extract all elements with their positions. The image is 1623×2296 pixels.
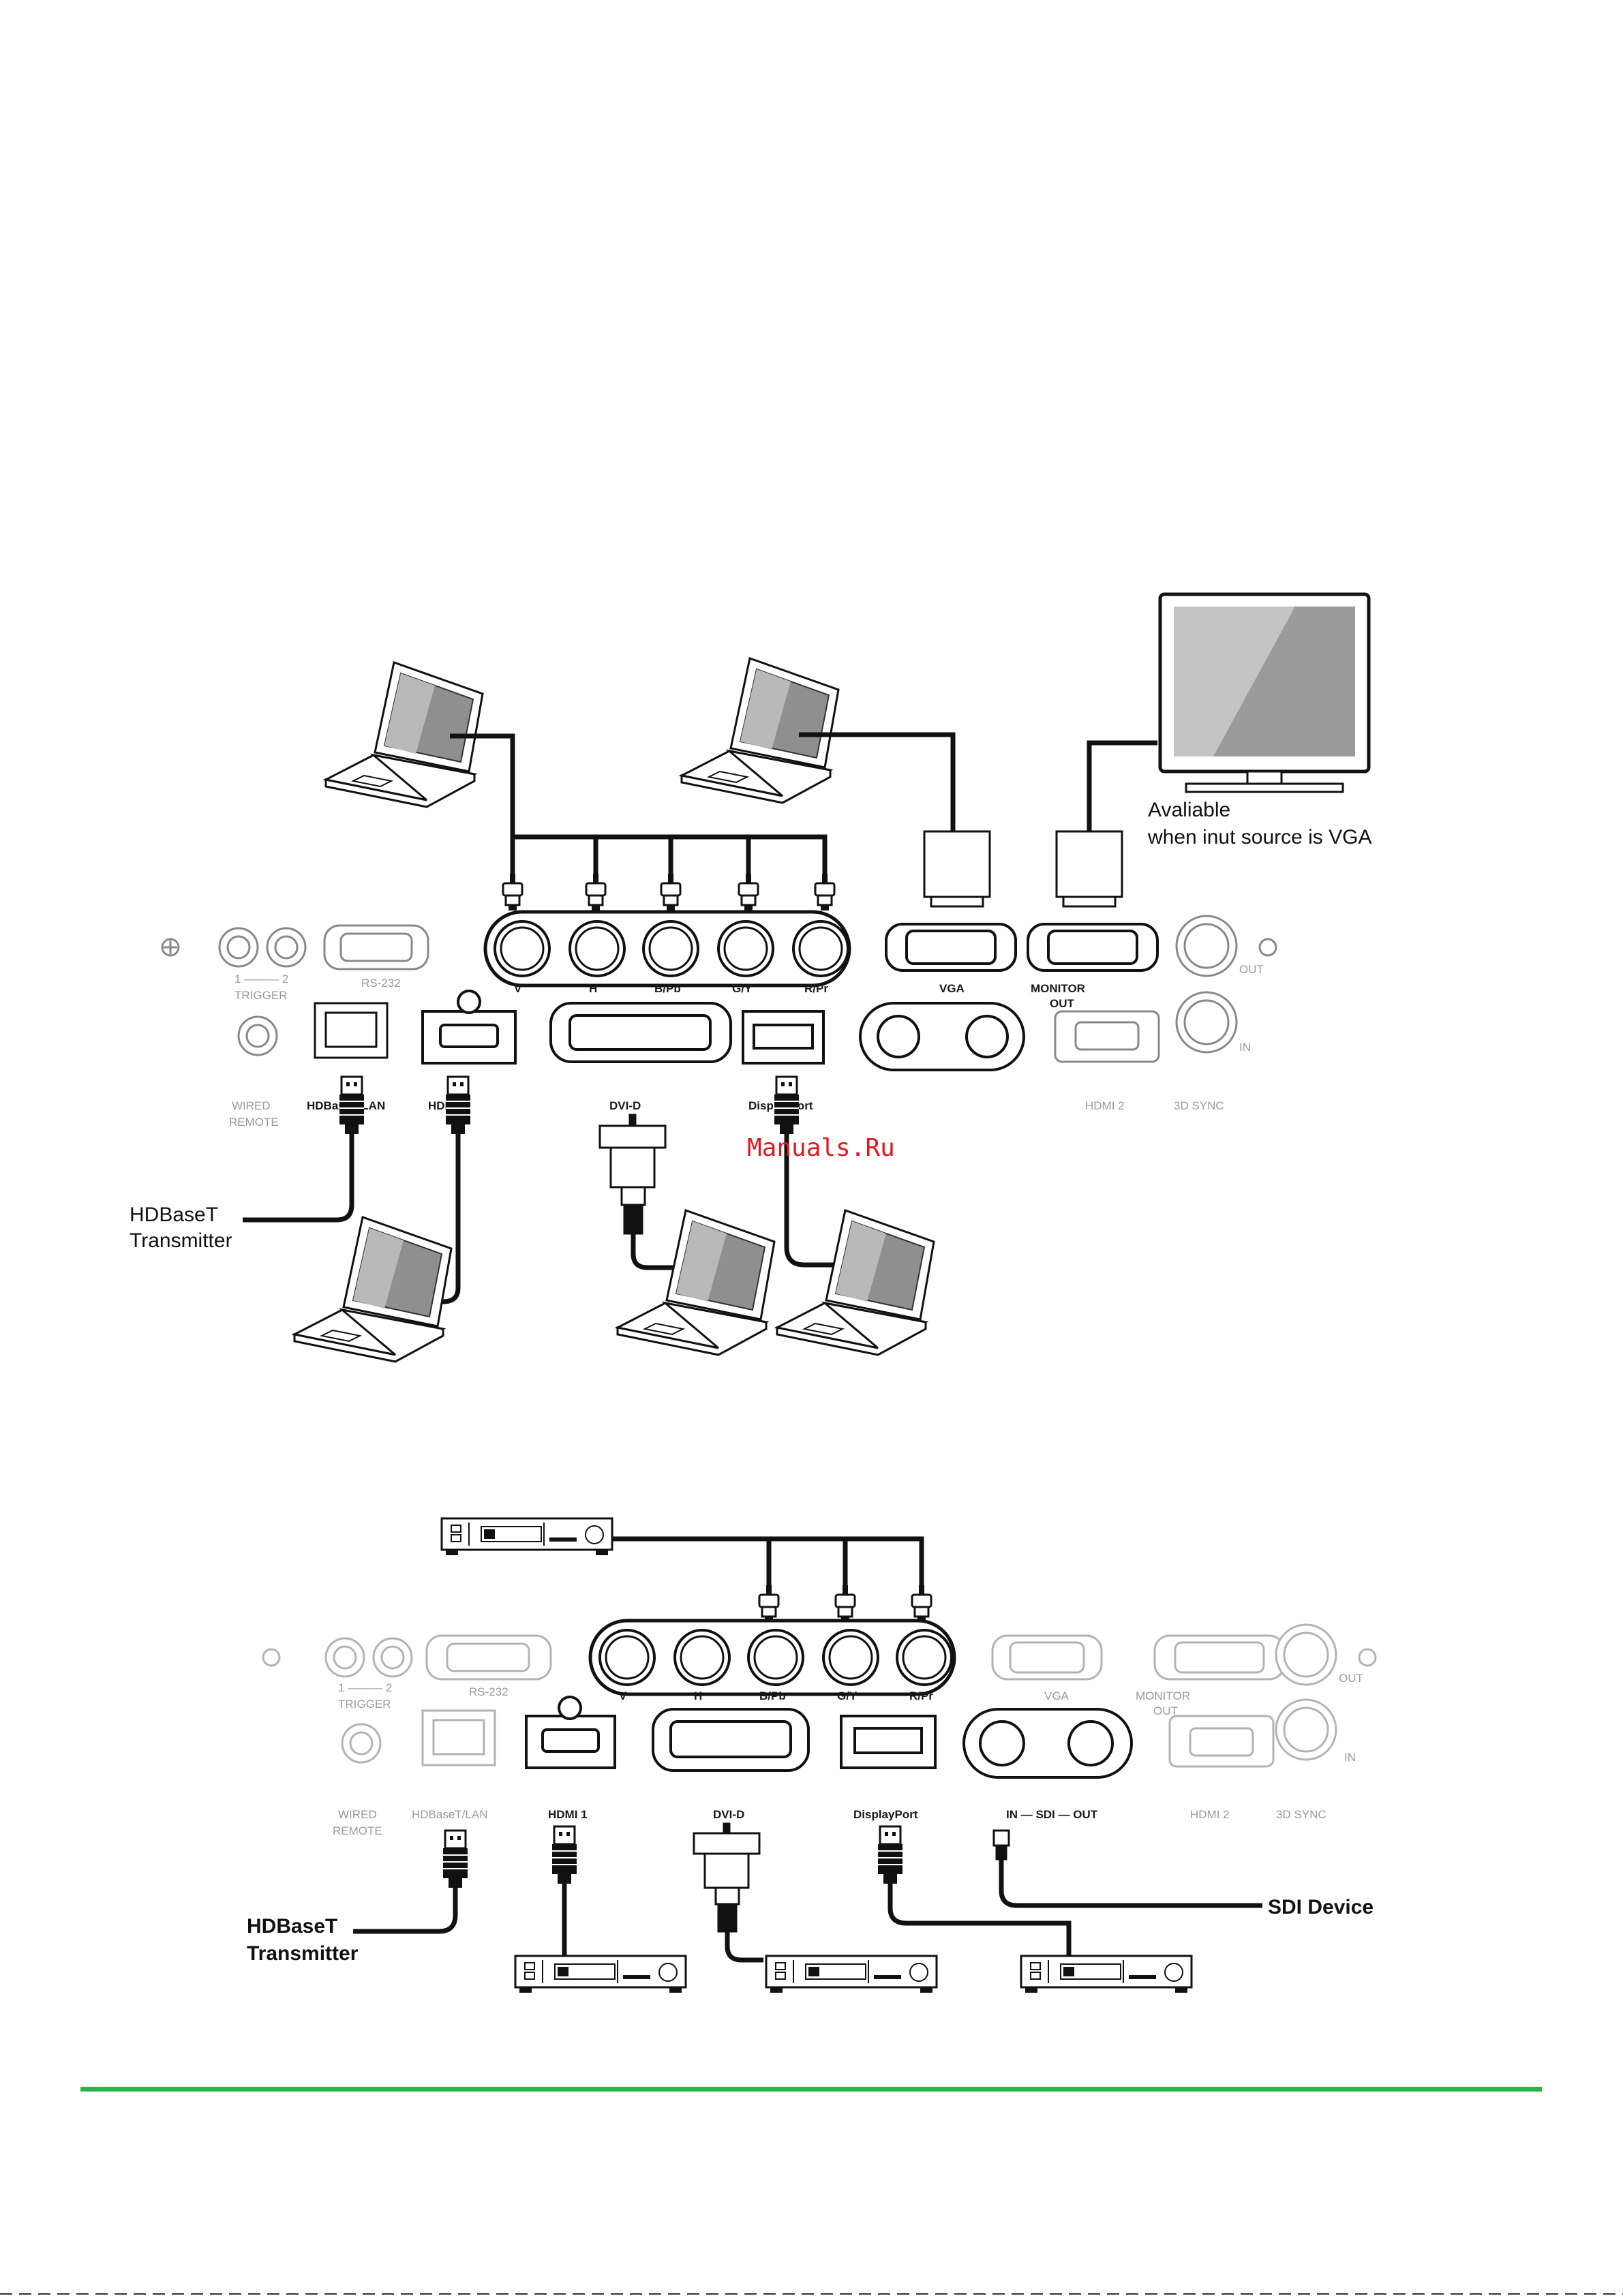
hdbaset-transmitter-1: HDBaseT (130, 1204, 218, 1226)
label-wired-remote-2: REMOTE (333, 1824, 382, 1837)
label-rs232: RS-232 (361, 977, 401, 990)
hdmi-plug (551, 1825, 578, 1885)
vga-plug (923, 830, 991, 908)
displayport-plug (773, 1075, 800, 1135)
label-in: IN (1239, 1041, 1251, 1054)
label-v: V (619, 1689, 627, 1702)
label-rs232: RS-232 (469, 1685, 509, 1698)
label-h: H (694, 1689, 702, 1702)
diagram-2: 1 ——— 2 TRIGGER RS-232 V H B/Pb G/Y R/Pr… (247, 1517, 1377, 1994)
hdbaset-transmitter-2: Transmitter (130, 1229, 232, 1252)
diagram-1: Avaliable when inut source is VGA (130, 592, 1372, 1363)
label-trigger-numbers: 1 ——— 2 (234, 973, 288, 985)
monitor-out-plug (1055, 830, 1123, 908)
label-gy: G/Y (732, 982, 753, 995)
hdmi-plug (444, 1075, 472, 1135)
laptop-icon (680, 657, 840, 804)
note-line-1: Avaliable (1148, 799, 1230, 821)
media-player-icon (765, 1955, 938, 1994)
label-3d-sync: 3D SYNC (1276, 1808, 1326, 1821)
label-monitor-out: MONITOR (1031, 982, 1085, 995)
label-wired-remote: WIRED (232, 1099, 271, 1112)
monitor-icon (1158, 592, 1371, 793)
label-monitor-out: MONITOR (1136, 1689, 1190, 1702)
label-out: OUT (1239, 963, 1264, 976)
hdbaset-transmitter-2: Transmitter (247, 1942, 359, 1965)
label-bpb: B/Pb (654, 982, 681, 995)
label-v: V (514, 982, 522, 995)
label-sdi: IN — SDI — OUT (1006, 1808, 1098, 1821)
displayport-plug (877, 1825, 904, 1885)
label-out: OUT (1339, 1672, 1363, 1685)
media-player-icon (440, 1517, 613, 1557)
label-h: H (589, 982, 597, 995)
dvi-plug (693, 1822, 761, 1933)
label-monitor-out-2: OUT (1153, 1704, 1178, 1717)
label-hdmi2: HDMI 2 (1190, 1808, 1230, 1821)
note-line-2: when inut source is VGA (1147, 826, 1372, 848)
label-hdbaset-lan: HDBaseT/LAN (412, 1808, 487, 1821)
laptop-icon (776, 1209, 935, 1356)
label-bpb: B/Pb (759, 1689, 786, 1702)
component-cable (450, 732, 1157, 874)
watermark: Manuals.Ru (747, 1134, 895, 1162)
label-trigger: TRIGGER (234, 989, 287, 1002)
label-3d-sync: 3D SYNC (1174, 1099, 1224, 1112)
port-panel (161, 910, 1277, 1071)
label-vga: VGA (1044, 1689, 1070, 1702)
label-gy: G/Y (837, 1689, 858, 1702)
label-wired-remote-2: REMOTE (229, 1116, 279, 1129)
dvi-plug (598, 1114, 667, 1235)
label-rpr: R/Pr (909, 1689, 933, 1702)
hdbaset-transmitter-1: HDBaseT (247, 1915, 337, 1938)
label-dvid: DVI-D (609, 1099, 641, 1112)
label-vga: VGA (939, 982, 965, 995)
label-trigger: TRIGGER (338, 1698, 391, 1711)
label-in: IN (1344, 1751, 1356, 1764)
label-hdmi2: HDMI 2 (1085, 1099, 1125, 1112)
sdi-device-label: SDI Device (1268, 1896, 1374, 1918)
label-trigger-numbers: 1 ——— 2 (338, 1681, 392, 1694)
port-panel-2 (262, 1619, 1377, 1779)
label-dvid: DVI-D (713, 1808, 744, 1821)
hdbaset-plug (338, 1075, 365, 1135)
hdbaset-plug (442, 1829, 469, 1889)
label-hdmi1: HDMI 1 (548, 1808, 588, 1821)
media-player-icon (1020, 1955, 1193, 1994)
label-monitor-out-2: OUT (1050, 997, 1075, 1010)
media-player-icon (514, 1955, 687, 1994)
footer-rule (80, 2087, 1542, 2092)
sdi-plug (992, 1829, 1010, 1861)
laptop-icon (293, 1216, 453, 1363)
lower-cables (243, 1134, 852, 1304)
label-rpr: R/Pr (804, 982, 828, 995)
label-displayport: DisplayPort (853, 1808, 918, 1821)
label-wired-remote: WIRED (338, 1808, 377, 1821)
